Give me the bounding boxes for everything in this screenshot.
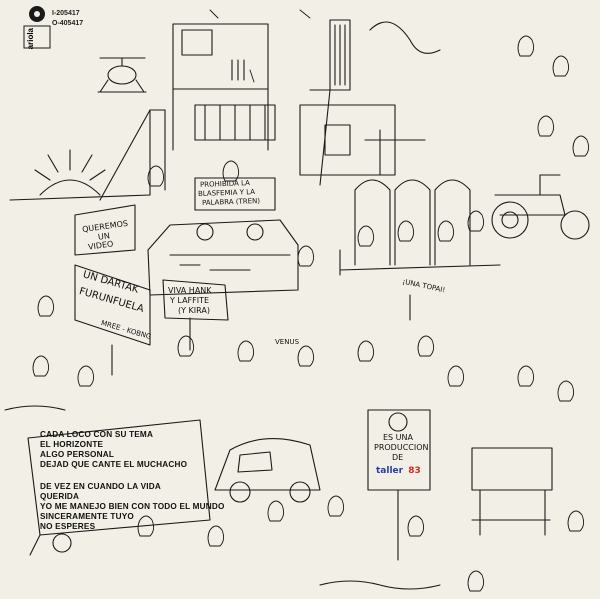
sign-hank-3: (Y KIRA) bbox=[178, 306, 210, 315]
banner-frame-hank bbox=[162, 279, 229, 321]
arcade-drawing bbox=[339, 179, 501, 271]
banner-frame-palabra bbox=[194, 177, 276, 211]
sign-production-2: PRODUCCION bbox=[374, 443, 429, 452]
taller-number: 83 bbox=[408, 466, 421, 476]
track-b4: SINCERAMENTE TUYO bbox=[40, 512, 134, 521]
track-b2: QUERIDA bbox=[40, 492, 80, 501]
taller-83-mark: taller 83 bbox=[376, 466, 426, 480]
sign-venus: VENUS bbox=[275, 338, 300, 346]
catalog-number-1: I-205417 bbox=[52, 10, 80, 17]
label-logo-block: ariola I-205417 O-405417 bbox=[22, 4, 122, 50]
crowd-figures bbox=[32, 9, 590, 592]
tracklist-placard bbox=[27, 419, 211, 556]
catalog-number-2: O-405417 bbox=[52, 20, 84, 27]
ariola-logo-icon bbox=[23, 6, 51, 49]
track-a1: CADA LOCO CON SU TEMA bbox=[40, 430, 154, 439]
track-a4: DEJAD QUE CANTE EL MUCHACHO bbox=[40, 460, 188, 469]
building-drawing bbox=[172, 23, 276, 151]
track-b1: DE VEZ EN CUANDO LA VIDA bbox=[40, 482, 161, 491]
production-sign-frame bbox=[367, 409, 431, 561]
helicopter-drawing bbox=[97, 57, 147, 93]
overturned-car-drawing bbox=[147, 219, 299, 296]
cart-drawing bbox=[471, 447, 553, 536]
tractor-drawing bbox=[491, 174, 590, 240]
sign-production-3: DE bbox=[392, 453, 404, 462]
track-a3: ALGO PERSONAL bbox=[40, 450, 115, 459]
sign-hank-1: VIVA HANK bbox=[168, 286, 212, 295]
track-b3: YO ME MANEJO BIEN CON TODO EL MUNDO bbox=[40, 502, 225, 511]
placard-sticks bbox=[111, 249, 411, 376]
sunrise-drawing bbox=[9, 149, 151, 201]
sign-hank-2: Y LAFFITE bbox=[170, 296, 210, 305]
track-b5: NO ESPERES bbox=[40, 522, 96, 531]
ariola-brand: ariola bbox=[26, 28, 35, 50]
track-a2: EL HORIZONTE bbox=[40, 440, 104, 449]
taller-word: taller bbox=[376, 466, 404, 476]
tracklist: CADA LOCO CON SU TEMA EL HORIZONTE ALGO … bbox=[28, 420, 224, 535]
tower-drawing bbox=[299, 19, 441, 186]
small-car-drawing bbox=[214, 438, 321, 503]
banner-frame-left bbox=[74, 264, 151, 346]
banner-frame-video bbox=[74, 204, 136, 256]
sign-production-1: ES UNA bbox=[383, 433, 413, 442]
